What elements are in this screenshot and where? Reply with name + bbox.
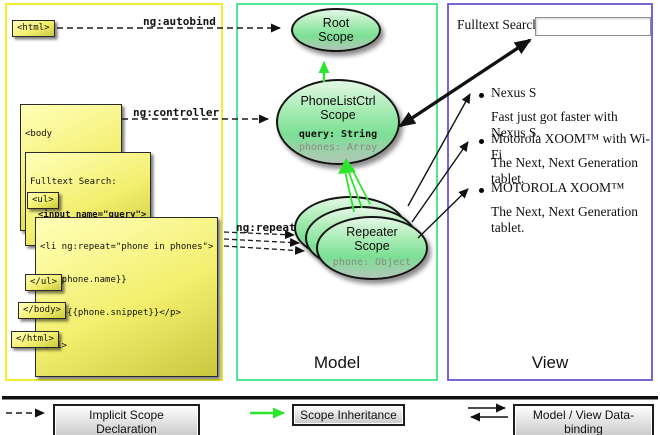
code-line: <p>{{phone.snippet}}</p>: [40, 308, 181, 318]
repeater-scope-ellipse: Repeater Scope phone: Object: [316, 216, 428, 280]
legend-databinding-box: Model / View Data-binding: [513, 404, 654, 435]
view-item-desc: The Next, Next Generation tablet.: [491, 204, 638, 235]
legend-separator: [2, 396, 658, 400]
ng-autobind-label: ng:autobind: [143, 15, 216, 28]
list-bullet: [479, 188, 484, 193]
code-body-close: </body>: [18, 302, 66, 319]
view-search-label: Fulltext Search:: [457, 17, 543, 32]
scope-title: Scope: [320, 108, 356, 122]
scope-title: PhoneListCtrl: [300, 94, 376, 108]
scope-property: query: String: [298, 129, 378, 140]
code-line: <li ng:repeat="phone in phones">: [40, 242, 214, 252]
scope-title: Root: [322, 16, 350, 30]
root-scope-ellipse: Root Scope: [291, 8, 381, 52]
view-column: View Fulltext Search: Nexus S Fast just …: [447, 3, 653, 381]
list-bullet: [479, 93, 484, 98]
view-item-title: Motorola XOOM™ with Wi-Fi: [491, 131, 651, 162]
fulltext-search-input[interactable]: [535, 17, 651, 36]
ng-repeat-label: ng:repeat: [236, 221, 296, 234]
code-li-repeat: <li ng:repeat="phone in phones"> {{phone…: [35, 217, 219, 377]
legend-implicit-scope-box: Implicit Scope Declaration: [53, 404, 200, 435]
list-bullet: [479, 139, 484, 144]
scope-title: Scope: [354, 239, 390, 253]
view-item-title: Nexus S: [491, 85, 537, 100]
ng-controller-label: ng:controller: [133, 106, 220, 119]
code-html-open: <html>: [12, 20, 55, 37]
scope-title: Scope: [318, 30, 354, 44]
scope-title: Repeater: [346, 225, 398, 239]
scope-property: phones: Array: [298, 142, 378, 153]
code-ul-close: </ul>: [25, 274, 63, 291]
code-html-close: </html>: [11, 331, 59, 348]
code-line: {{phone.name}}: [40, 275, 127, 285]
code-line: <input name="query">: [38, 210, 147, 220]
code-line: Fulltext Search:: [30, 177, 117, 187]
code-ul-open: <ul>: [27, 192, 59, 209]
view-column-label: View: [531, 353, 569, 372]
view-item-title: MOTOROLA XOOM™: [491, 180, 625, 195]
legend-scope-inheritance-box: Scope Inheritance: [292, 404, 405, 426]
phonelistctrl-scope-ellipse: PhoneListCtrl Scope query: String phones…: [276, 79, 400, 165]
view-item-desc: The Next, Next Generation tablet.: [491, 155, 638, 186]
code-line: <body: [25, 129, 53, 139]
model-column: Model: [236, 3, 438, 381]
scope-property: phone: Object: [332, 257, 412, 268]
code-line: </li>: [40, 341, 213, 352]
model-column-label: Model: [313, 353, 361, 372]
